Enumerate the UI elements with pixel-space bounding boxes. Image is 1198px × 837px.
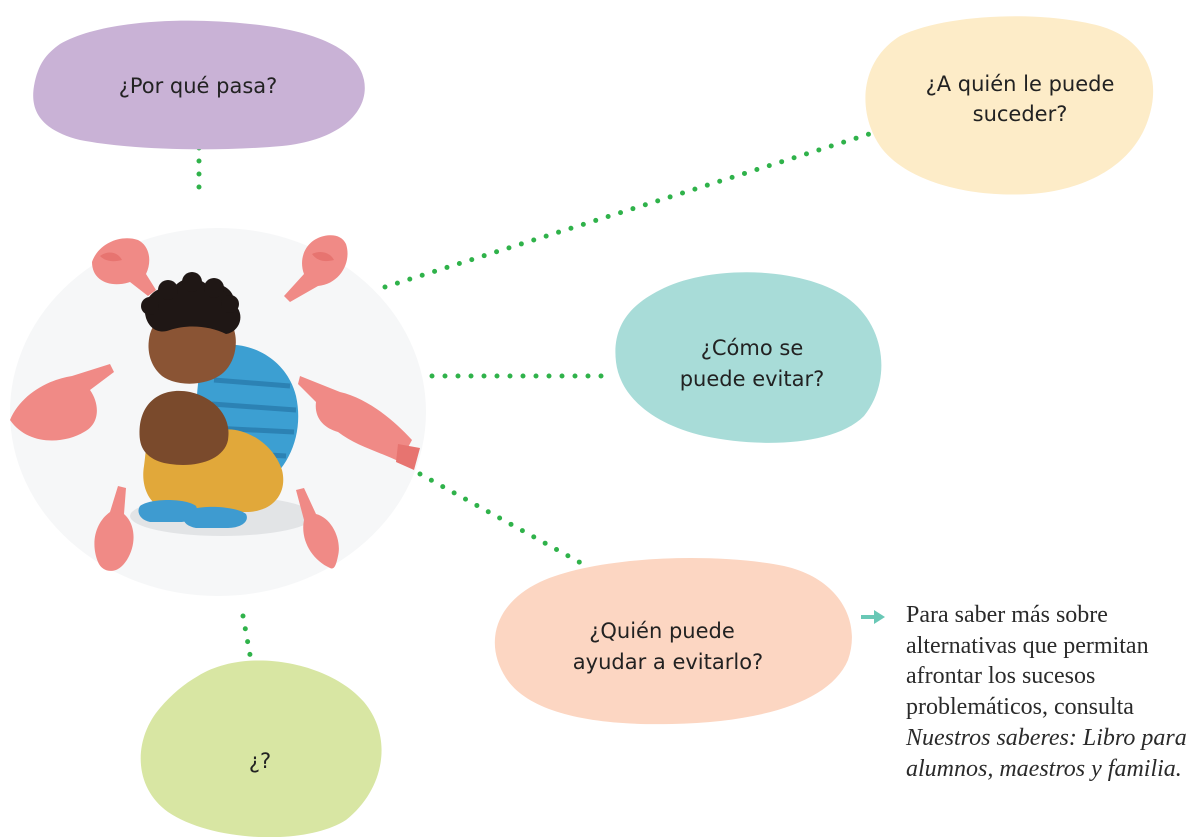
pointing-hand-right-icon: [298, 376, 420, 470]
bubble-a-quien: ¿A quién le puede suceder?: [865, 16, 1154, 195]
connector-quien: [417, 471, 593, 571]
bullied-child-illustration: [10, 228, 426, 596]
connector-otra: [240, 613, 255, 669]
arrow-right-icon: [861, 610, 885, 624]
bubble-text-line2: suceder?: [973, 102, 1068, 126]
book-reference-line: Nuestros saberes: Libro para: [906, 724, 1187, 751]
bubble-shape: [615, 272, 882, 443]
bubble-text: ¿Por qué pasa?: [119, 74, 278, 98]
note-line: problemáticos, consulta: [906, 694, 1134, 721]
bubble-shape: [140, 660, 382, 837]
pointing-hand-bottom-right-icon: [296, 488, 339, 569]
bubble-text-line2: ayudar a evitarlo?: [573, 650, 763, 674]
reference-note: Para saber más sobre alternativas que pe…: [861, 600, 1192, 784]
bubble-quien: ¿Quién puede ayudar a evitarlo?: [494, 558, 852, 725]
child-shoe-left: [138, 500, 198, 522]
bubble-text-line2: puede evitar?: [680, 367, 825, 391]
bubble-text-line1: ¿Quién puede: [589, 619, 735, 643]
bubble-otra: ¿?: [140, 660, 382, 837]
reference-note-text: Para saber más sobre alternativas que pe…: [906, 600, 1192, 784]
pointing-hand-left-icon: [10, 364, 114, 441]
child-shoe-right: [183, 506, 247, 528]
bubble-por-que-pasa: ¿Por qué pasa?: [33, 20, 365, 150]
pointing-hand-top-left-icon: [92, 238, 156, 296]
pointing-hand-top-right-icon: [284, 235, 348, 302]
book-reference-line: alumnos, maestros y familia.: [906, 755, 1182, 782]
connectors: [196, 127, 885, 669]
note-line: Para saber más sobre: [906, 602, 1108, 628]
bubble-text-line1: ¿A quién le puede: [926, 72, 1115, 96]
child-arm: [139, 390, 229, 465]
note-line: alternativas que permitan: [906, 632, 1149, 659]
pointing-hand-bottom-left-icon: [94, 486, 134, 571]
bubble-text: ¿?: [249, 749, 271, 773]
note-line: afrontar los sucesos: [906, 663, 1096, 690]
child-figure: [138, 272, 299, 528]
bubble-shape: [865, 16, 1154, 195]
bubble-como: ¿Cómo se puede evitar?: [615, 272, 882, 443]
bubble-shape: [33, 20, 365, 150]
bubble-text-line1: ¿Cómo se: [701, 336, 804, 360]
connector-a-quien: [382, 127, 885, 290]
bubble-shape: [494, 558, 852, 725]
